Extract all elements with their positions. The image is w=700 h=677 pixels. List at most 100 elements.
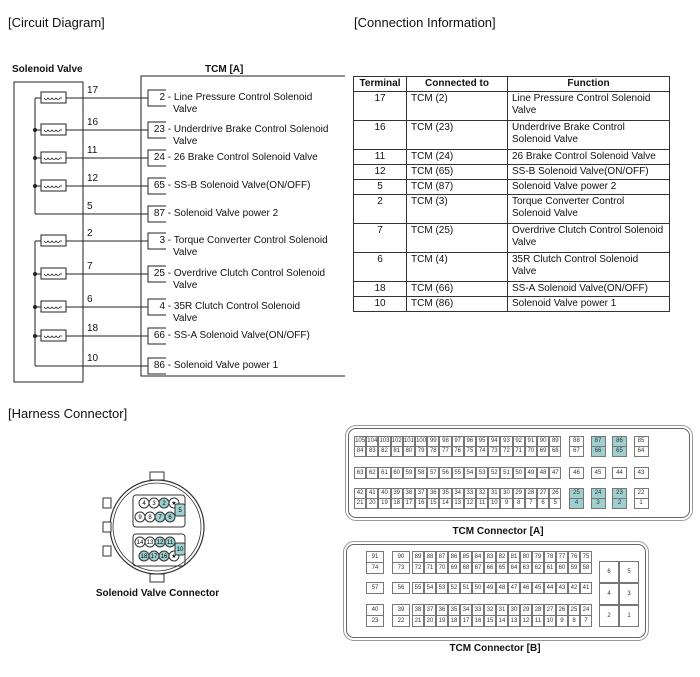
- tcm-pin-number: 23: [153, 124, 165, 135]
- tcm-pin-number: 25: [153, 268, 165, 279]
- connector-pin: 52: [448, 582, 460, 594]
- terminal-number: 5: [87, 201, 93, 212]
- connected-to-cell: TCM (23): [406, 120, 508, 150]
- connector-pin: 84: [354, 446, 367, 457]
- connector-pin: 17: [148, 550, 160, 562]
- connector-pin: 54: [424, 582, 436, 594]
- function-cell: Solenoid Valve power 1: [507, 296, 670, 312]
- connector-pin: 47: [549, 467, 562, 479]
- connector-pin: 20: [366, 498, 379, 509]
- tcm-connector-a-label: TCM Connector [A]: [452, 526, 544, 537]
- connector-pin: 67: [472, 562, 484, 574]
- pin-box: [147, 265, 166, 283]
- connector-pin: 14: [134, 536, 146, 548]
- function-cell: Overdrive Clutch Control Solenoid Valve: [507, 223, 670, 253]
- connector-pin: 12: [520, 615, 532, 627]
- coil-icon: [40, 329, 67, 342]
- connector-pin: 79: [532, 551, 544, 563]
- tcm-connector-b-label: TCM Connector [B]: [449, 643, 541, 654]
- connector-pin: 7: [154, 511, 166, 523]
- connector-pin: 48: [496, 582, 508, 594]
- connector-pin: 23: [366, 615, 384, 627]
- connector-pin: 43: [633, 467, 649, 479]
- svg-text:16: 16: [161, 554, 168, 560]
- connected-to-cell: TCM (25): [406, 223, 508, 253]
- coil-icon: [40, 179, 67, 192]
- tcm-a-title: TCM [A]: [205, 64, 244, 75]
- connector-pin: 59: [568, 562, 580, 574]
- header-terminal: Terminal: [353, 76, 407, 92]
- terminal-cell: 6: [353, 252, 407, 282]
- connector-pin: 10: [174, 542, 186, 556]
- svg-text:8: 8: [148, 515, 152, 521]
- circuit-diagram-heading: [Circuit Diagram]: [8, 15, 105, 30]
- connector-pin: 58: [415, 467, 428, 479]
- connector-pin: 9: [500, 498, 513, 509]
- connector-pin: 45: [590, 467, 606, 479]
- connector-pin: 49: [524, 467, 537, 479]
- coil-icon: [40, 267, 67, 280]
- connector-pin: 73: [392, 562, 410, 574]
- connector-pin: 5: [549, 498, 562, 509]
- connector-pin: 55: [451, 467, 464, 479]
- connector-pin: 79: [415, 446, 428, 457]
- connector-pin: 18: [138, 550, 150, 562]
- connector-pin: 11: [476, 498, 489, 509]
- function-cell: 35R Clutch Control Solenoid Valve: [507, 252, 670, 282]
- pin-box: [147, 177, 166, 195]
- connector-pin: 3: [619, 583, 639, 605]
- connector-pin: 63: [520, 562, 532, 574]
- terminal-number: 10: [87, 353, 99, 364]
- pin-box: [147, 357, 166, 375]
- connector-pin: 69: [537, 446, 550, 457]
- function-cell: Underdrive Brake Control Solenoid Valve: [507, 120, 670, 150]
- connector-pin: 1: [633, 498, 649, 509]
- connector-pin: 2: [612, 498, 627, 509]
- connector-pin: 84: [472, 551, 484, 563]
- connected-to-cell: TCM (3): [406, 194, 508, 224]
- svg-text:10: 10: [177, 547, 184, 553]
- connector-pin: 70: [524, 446, 537, 457]
- svg-text:18: 18: [141, 554, 148, 560]
- function-cell: Line Pressure Control Solenoid Valve: [507, 91, 670, 121]
- connector-pin: 68: [460, 562, 472, 574]
- connector-pin: 22: [392, 615, 410, 627]
- connector-pin: 70: [436, 562, 448, 574]
- connector-pin: 4: [599, 583, 619, 605]
- connector-pin: 9: [556, 615, 568, 627]
- connector-pin: 46: [520, 582, 532, 594]
- connector-pin: 74: [476, 446, 489, 457]
- connector-pin: 53: [436, 582, 448, 594]
- connector-pin: 16: [158, 550, 170, 562]
- terminal-number: 11: [87, 145, 98, 156]
- connector-pin: 75: [463, 446, 476, 457]
- connector-pin: 44: [544, 582, 556, 594]
- connector-pin: 11: [164, 536, 176, 548]
- connected-to-cell: TCM (86): [406, 296, 508, 312]
- connector-pin: 74: [366, 562, 384, 574]
- connector-pin: 20: [424, 615, 436, 627]
- connector-pin: 6: [537, 498, 550, 509]
- connector-pin: 13: [508, 615, 520, 627]
- connected-to-cell: TCM (2): [406, 91, 508, 121]
- connector-pin: 49: [484, 582, 496, 594]
- connector-pin: 64: [633, 446, 649, 457]
- function-cell: SS-B Solenoid Valve(ON/OFF): [507, 164, 670, 180]
- terminal-number: 18: [87, 323, 99, 334]
- connector-pin: 4: [138, 497, 150, 509]
- connector-pin: 1: [619, 605, 639, 627]
- tcm-box: [140, 75, 345, 377]
- connector-pin: 60: [556, 562, 568, 574]
- terminal-cell: 5: [353, 179, 407, 195]
- coil-icon: [40, 91, 67, 104]
- svg-text:★: ★: [171, 553, 176, 560]
- svg-text:11: 11: [167, 540, 174, 546]
